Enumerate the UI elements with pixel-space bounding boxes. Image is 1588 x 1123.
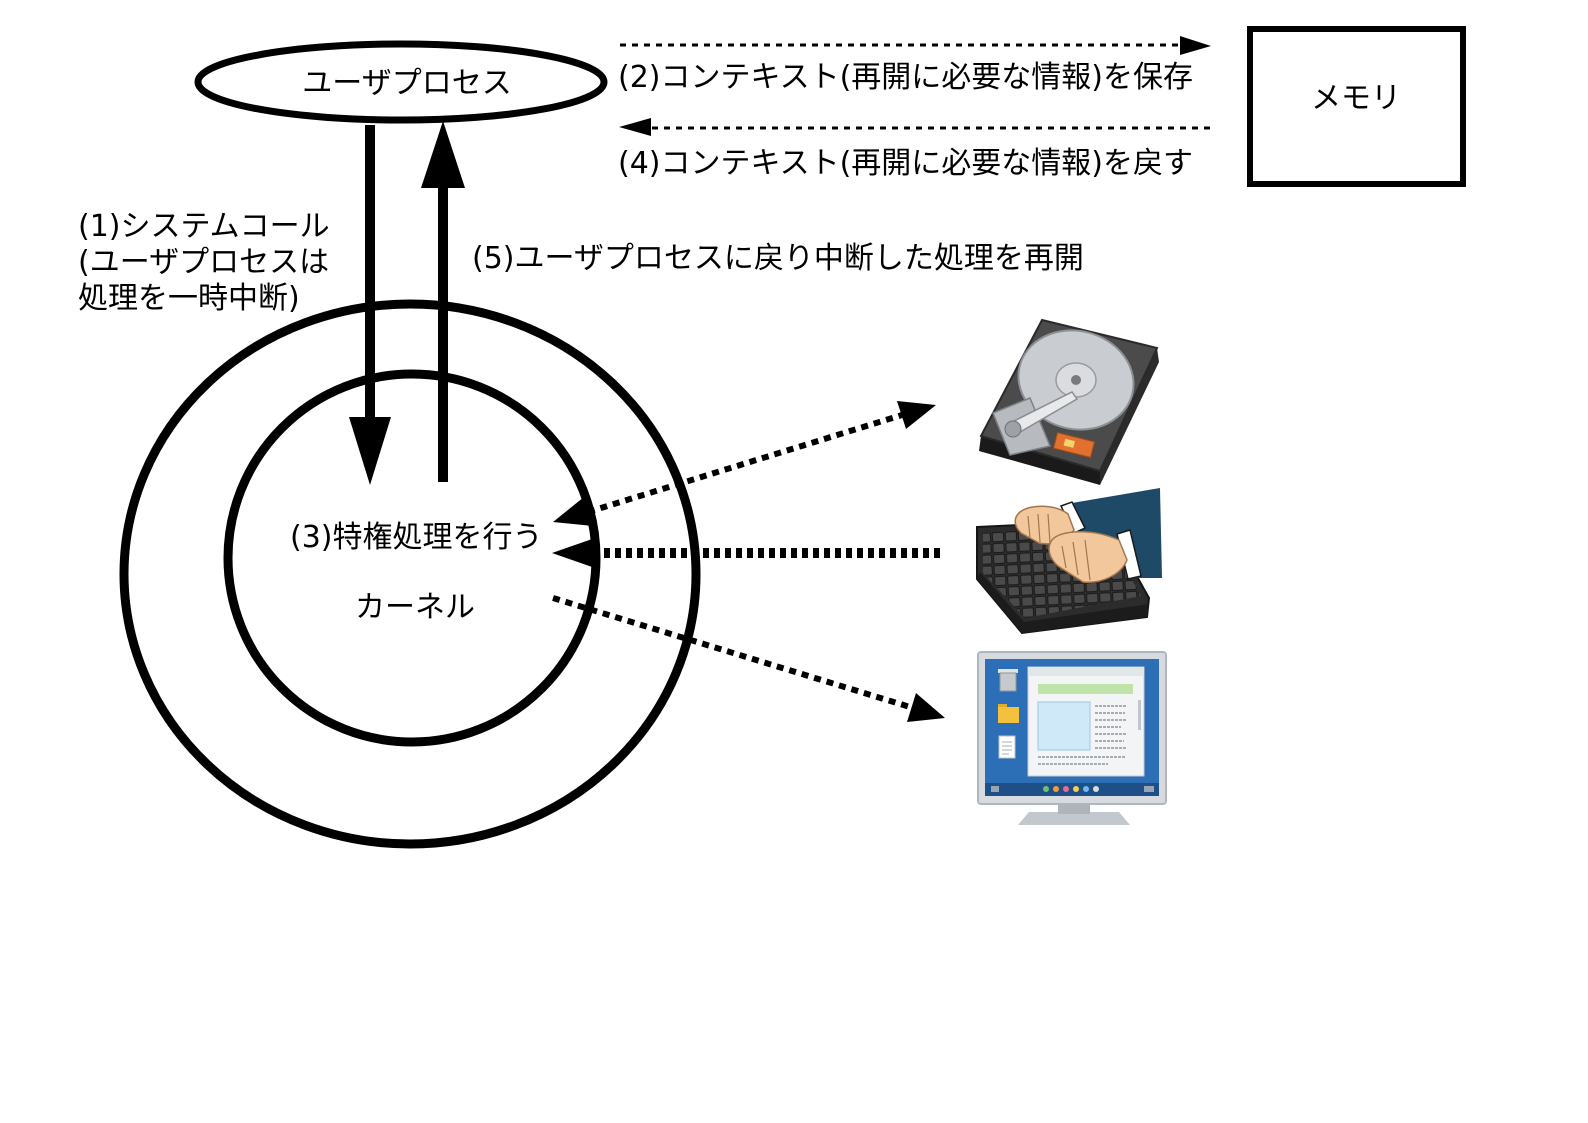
kernel-label: カーネル — [355, 590, 475, 625]
folder-desktop-icon — [998, 704, 1019, 723]
step4-label: (4)コンテキスト(再開に必要な情報)を戻す — [618, 146, 1193, 181]
user-process-ellipse — [194, 40, 608, 124]
keyboard-input-arrowhead — [552, 538, 595, 568]
trash-desktop-icon — [998, 669, 1018, 692]
keyboard-front-edge — [977, 572, 1149, 633]
disk-io-arrowhead-out — [897, 401, 936, 429]
document-desktop-icon — [998, 735, 1016, 759]
step2-label: (2)コンテキスト(再開に必要な情報)を保存 — [618, 60, 1193, 95]
memory-box — [1247, 26, 1466, 187]
user-process-label: ユーザプロセス — [302, 66, 511, 101]
return-arrowhead — [421, 121, 465, 188]
step1-label-line3: 処理を一時中断) — [78, 281, 300, 316]
monitor-taskbar — [985, 783, 1159, 796]
disk-io-arrow — [553, 401, 936, 526]
hand-right — [1048, 531, 1128, 583]
window-image — [1037, 701, 1091, 751]
keyboard-icon — [976, 488, 1162, 635]
hdd-spindle — [1071, 375, 1081, 385]
kernel-node: (3)特権処理を行う カーネル — [223, 369, 601, 747]
keyboard-input-arrow — [552, 538, 940, 568]
taskbar-apps — [991, 786, 1154, 792]
window-scrollbar — [1138, 700, 1141, 730]
hdd-side-right — [1100, 348, 1159, 485]
hand-right-fingers — [1061, 539, 1091, 581]
hand-left-fingers — [1027, 513, 1051, 544]
user-process-node: ユーザプロセス — [194, 40, 608, 124]
monitor-output-line — [552, 595, 911, 710]
step5-label: (5)ユーザプロセスに戻り中断した処理を再開 — [472, 241, 1084, 276]
kernel-circle — [223, 369, 601, 747]
disk-io-arrowhead-in — [553, 497, 593, 526]
save-context-arrow — [620, 36, 1211, 55]
monitor-output-arrowhead — [907, 693, 945, 722]
return-arrow — [421, 121, 465, 482]
restore-context-arrowhead — [619, 118, 651, 136]
app-window — [1027, 666, 1145, 777]
hdd-pivot — [1004, 420, 1022, 438]
step3-label: (3)特権処理を行う — [290, 520, 543, 555]
window-title-bar — [1028, 667, 1144, 676]
monitor-stand-base — [1018, 812, 1130, 825]
system-call-arrowhead — [349, 417, 391, 485]
hard-disk-icon — [979, 318, 1159, 485]
memory-node: メモリ — [1247, 26, 1466, 187]
memory-label: メモリ — [1311, 81, 1401, 116]
hdd-chip — [1063, 438, 1075, 448]
window-text-lines — [1038, 705, 1127, 765]
sleeve — [1066, 488, 1162, 578]
step1-label-line2: (ユーザプロセスは — [78, 245, 329, 280]
monitor-output-arrow — [552, 595, 945, 722]
system-call-arrow — [349, 125, 391, 485]
disk-io-line — [587, 412, 903, 515]
restore-context-arrow — [619, 118, 1210, 136]
outer-ring — [119, 299, 701, 849]
window-address-bar — [1038, 684, 1133, 694]
step1-label-line1: (1)システムコール — [78, 209, 330, 244]
save-context-arrowhead — [1180, 36, 1211, 55]
monitor-icon — [977, 651, 1167, 825]
